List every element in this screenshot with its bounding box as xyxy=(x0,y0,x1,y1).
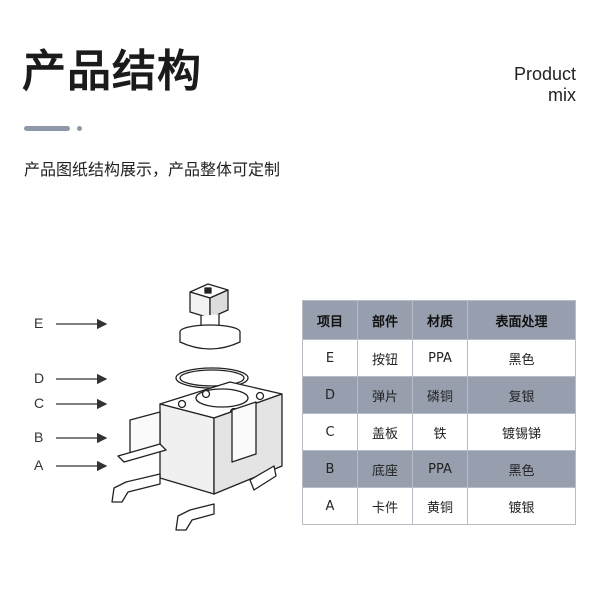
cell-surface: 黑色 xyxy=(467,339,576,377)
svg-text:D: D xyxy=(34,370,44,386)
table-row: B 底座 PPA 黑色 xyxy=(302,450,576,488)
cell-part: 卡件 xyxy=(357,487,413,525)
part-e-button xyxy=(179,283,241,350)
page-title: 产品结构 xyxy=(22,46,202,97)
table-row: D 弹片 磷铜 复银 xyxy=(302,376,576,414)
table-header-row: 项目 部件 材质 表面处理 xyxy=(302,300,576,340)
cell-part: 底座 xyxy=(357,450,413,488)
cell-item: B xyxy=(302,450,358,488)
cell-item: A xyxy=(302,487,358,525)
table-row: C 盖板 铁 镀锡锑 xyxy=(302,413,576,451)
cell-material: PPA xyxy=(412,339,468,377)
cell-item: E xyxy=(302,339,358,377)
cell-surface: 镀银 xyxy=(467,487,576,525)
cell-part: 按钮 xyxy=(357,339,413,377)
svg-text:B: B xyxy=(34,429,43,445)
english-title-line1: Product xyxy=(513,64,576,84)
callout-c: C xyxy=(34,395,108,411)
column-header-surface: 表面处理 xyxy=(467,300,576,340)
callout-e: E xyxy=(34,315,108,331)
english-title-line2: mix xyxy=(548,85,576,105)
subtitle: 产品图纸结构展示，产品整体可定制 xyxy=(24,160,281,179)
parts-spec-table: 项目 部件 材质 表面处理 E 按钮 PPA 黑色 D 弹片 磷铜 复银 C 盖… xyxy=(302,300,576,525)
callout-b: B xyxy=(34,429,108,445)
cell-surface: 复银 xyxy=(467,376,576,414)
callout-a: A xyxy=(34,457,108,473)
part-a-clips xyxy=(111,465,277,531)
column-header-material: 材质 xyxy=(412,300,468,340)
part-b-base xyxy=(117,393,283,495)
cell-material: PPA xyxy=(412,450,468,488)
english-title: Product mix xyxy=(514,64,576,106)
svg-text:A: A xyxy=(34,457,44,473)
cell-material: 黄铜 xyxy=(412,487,468,525)
cell-item: D xyxy=(302,376,358,414)
svg-text:C: C xyxy=(34,395,44,411)
accent-dot xyxy=(77,126,82,131)
cell-surface: 镀锡锑 xyxy=(467,413,576,451)
cell-item: C xyxy=(302,413,358,451)
table-row: E 按钮 PPA 黑色 xyxy=(302,339,576,377)
table-row: A 卡件 黄铜 镀银 xyxy=(302,487,576,525)
column-header-item: 项目 xyxy=(302,300,358,340)
cell-material: 铁 xyxy=(412,413,468,451)
cell-surface: 黑色 xyxy=(467,450,576,488)
column-header-part: 部件 xyxy=(357,300,413,340)
svg-text:E: E xyxy=(34,315,43,331)
callout-d: D xyxy=(34,370,108,386)
product-exploded-diagram: E D C B A xyxy=(34,283,283,531)
accent-bar xyxy=(24,126,70,131)
cell-part: 盖板 xyxy=(357,413,413,451)
cell-material: 磷铜 xyxy=(412,376,468,414)
cell-part: 弹片 xyxy=(357,376,413,414)
